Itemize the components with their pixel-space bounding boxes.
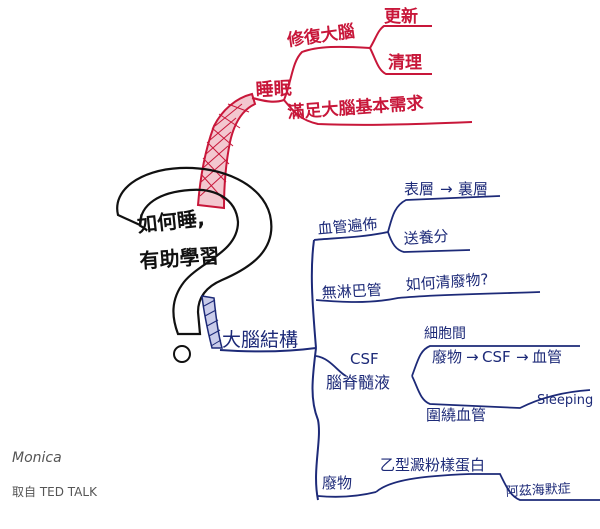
center-question-mark: 如何睡, 有助學習 [116, 166, 273, 363]
center-line-1: 如何睡, [136, 206, 206, 237]
update-label: 更新 [384, 6, 418, 27]
flow-from: 廢物 [432, 348, 462, 366]
clean-label: 清理 [388, 52, 422, 73]
flow-mid: CSF [482, 348, 511, 366]
sleep-trunk-hatching [199, 103, 250, 201]
sleep-branch: 睡眠 修復大腦 更新 清理 滿足大腦基本需求 [196, 6, 473, 210]
arrow-glyph-1: → [440, 180, 453, 198]
vessels-connector [313, 231, 389, 241]
lymph-label: 無淋巴管 [321, 281, 382, 302]
sleeping-label: Sleeping [537, 393, 593, 408]
repair-connector [283, 45, 371, 101]
arrow-glyph-2: → [466, 348, 479, 366]
source-note: 取自 TED TALK [12, 485, 98, 499]
csf-label-bottom: 腦脊髓液 [326, 373, 390, 392]
needs-connector [283, 99, 473, 126]
repair-fork [369, 25, 432, 75]
surround-label: 圍繞血管 [426, 406, 486, 424]
vessels-fork [387, 195, 501, 253]
csf-fork [411, 345, 591, 409]
needs-label: 滿足大腦基本需求 [287, 93, 424, 123]
brain-underline [219, 347, 317, 353]
arrow-glyph-3: → [516, 348, 529, 366]
waste-fork [375, 473, 600, 501]
nutrients-label: 送養分 [403, 227, 449, 248]
lymph-connector [315, 291, 541, 303]
sleep-underline [251, 96, 285, 103]
author-name: Monica [12, 450, 62, 466]
inner-label: 裏層 [458, 180, 488, 198]
surface-label: 表層 [404, 180, 434, 198]
question-mark-outline [116, 166, 273, 336]
question-mark-dot [173, 345, 191, 363]
brain-trunk [201, 295, 223, 349]
amyloid-label: 乙型澱粉樣蛋白 [380, 456, 485, 474]
vessels-label: 血管遍佈 [317, 215, 378, 238]
alzheimer-label: 阿茲海默症 [505, 481, 571, 500]
csf-label-top: CSF [350, 350, 379, 368]
sleep-label: 睡眠 [255, 78, 292, 101]
csf-connector [315, 355, 347, 377]
center-line-2: 有助學習 [139, 243, 220, 273]
flow-to: 血管 [532, 348, 562, 366]
waste-label: 廢物 [322, 474, 352, 492]
brain-label: 大腦結構 [222, 329, 298, 351]
brain-spine [310, 239, 320, 501]
brain-trunk-hatching [203, 299, 222, 347]
waste-connector [317, 491, 377, 498]
lymph-question: 如何清廢物? [405, 270, 489, 294]
brain-branch: 大腦結構 血管遍佈 表層 → 裏層 送養分 無淋巴管 如何清廢物? CSF 腦脊… [201, 180, 600, 501]
signature: Monica 取自 TED TALK [12, 450, 98, 499]
intercellular-label: 細胞間 [424, 326, 466, 342]
